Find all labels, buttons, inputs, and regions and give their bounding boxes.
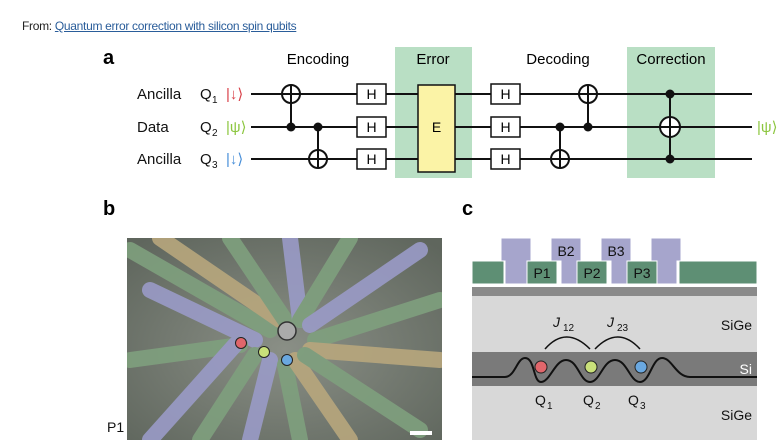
row-state: |↓⟩ bbox=[226, 151, 243, 168]
label-b2: B2 bbox=[557, 243, 574, 259]
row-role: Ancilla bbox=[137, 86, 182, 103]
scale-bar bbox=[410, 431, 432, 435]
control-dots bbox=[286, 89, 675, 164]
row-qubit-sub: 1 bbox=[212, 95, 218, 106]
article-link[interactable]: Quantum error correction with silicon sp… bbox=[54, 19, 297, 33]
qubit-label: Q bbox=[628, 392, 639, 408]
source-line: From: Quantum error correction with sili… bbox=[22, 19, 297, 33]
error-gate-label: E bbox=[432, 119, 441, 135]
row-qubit: Q bbox=[200, 119, 212, 136]
row-qubit-sub: 3 bbox=[212, 160, 218, 171]
si-layer bbox=[472, 352, 757, 386]
hadamard-label: H bbox=[366, 151, 376, 167]
hadamard-gate bbox=[490, 83, 521, 105]
circuit-diagram: Encoding Error Decoding Correction Ancil… bbox=[137, 47, 777, 178]
hadamard-label: H bbox=[500, 86, 510, 102]
qubit-label: Q bbox=[535, 392, 546, 408]
qubit-label-sub: 2 bbox=[595, 401, 601, 412]
layer-si: Si bbox=[740, 361, 752, 377]
hadamard-gate bbox=[490, 116, 521, 138]
hadamard-label: H bbox=[500, 151, 510, 167]
gate-b2 bbox=[550, 237, 582, 285]
label-p3: P3 bbox=[633, 265, 650, 281]
row-role: Data bbox=[137, 119, 169, 136]
coupling-j12-sub: 12 bbox=[563, 323, 575, 334]
coupling-j12: J bbox=[552, 314, 561, 330]
row-state: |ψ⟩ bbox=[226, 119, 246, 136]
qubit-dot-q1 bbox=[235, 337, 247, 349]
hadamard-label: H bbox=[366, 86, 376, 102]
output-state: |ψ⟩ bbox=[757, 119, 777, 136]
row-qubit: Q bbox=[200, 151, 212, 168]
coupling-arrows bbox=[544, 336, 641, 350]
qubit-label-sub: 3 bbox=[640, 401, 646, 412]
qubit-q2 bbox=[584, 360, 598, 374]
from-label: From: bbox=[22, 19, 52, 33]
stage-correction: Correction bbox=[636, 51, 705, 68]
hadamard-label: H bbox=[500, 119, 510, 135]
label-b3: B3 bbox=[607, 243, 624, 259]
coupling-j23-sub: 23 bbox=[617, 323, 629, 334]
row-role: Ancilla bbox=[137, 151, 182, 168]
panel-b-label: b bbox=[103, 198, 115, 220]
stage-decoding: Decoding bbox=[526, 51, 589, 68]
qubit-dot-q3 bbox=[281, 354, 293, 366]
label-p2: P2 bbox=[583, 265, 600, 281]
sem-image: P1 bbox=[107, 238, 442, 440]
layer-sige-top: SiGe bbox=[721, 317, 752, 333]
row-qubit: Q bbox=[200, 86, 212, 103]
hadamard-label: H bbox=[366, 119, 376, 135]
stage-error: Error bbox=[416, 51, 449, 68]
sensor-dot bbox=[277, 321, 297, 341]
layer-sige-bottom: SiGe bbox=[721, 407, 752, 423]
hadamard-gate bbox=[356, 83, 387, 105]
stage-encoding: Encoding bbox=[287, 51, 350, 68]
cnot-gates bbox=[281, 84, 681, 169]
qubit-q1 bbox=[534, 360, 548, 374]
qubit-q3 bbox=[634, 360, 648, 374]
qubit-label: Q bbox=[583, 392, 594, 408]
row-qubit-sub: 2 bbox=[212, 128, 218, 139]
panel-c-label: c bbox=[462, 198, 473, 220]
qubit-dot-q2 bbox=[258, 346, 270, 358]
hadamard-gate bbox=[356, 148, 387, 170]
panel-a-label: a bbox=[103, 47, 115, 69]
coupling-j23: J bbox=[606, 314, 615, 330]
label-p1: P1 bbox=[533, 265, 550, 281]
row-state: |↓⟩ bbox=[226, 86, 243, 103]
sem-p1-label: P1 bbox=[107, 419, 124, 435]
hadamard-gate bbox=[490, 148, 521, 170]
hadamard-gate bbox=[356, 116, 387, 138]
error-gate bbox=[417, 84, 456, 173]
qubit-label-sub: 1 bbox=[547, 401, 553, 412]
gate-b3 bbox=[600, 237, 632, 285]
potential-curve bbox=[472, 356, 757, 384]
